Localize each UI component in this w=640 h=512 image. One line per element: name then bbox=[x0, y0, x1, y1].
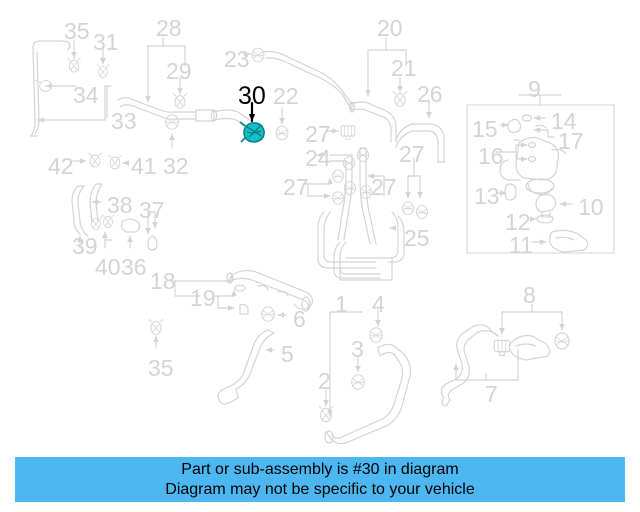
callout-number-29: 29 bbox=[166, 58, 192, 84]
callout-number-7: 7 bbox=[485, 381, 498, 407]
callout-number-21: 21 bbox=[391, 55, 417, 81]
callout-number-19: 19 bbox=[190, 285, 216, 311]
info-banner: Part or sub-assembly is #30 in diagram D… bbox=[15, 457, 625, 502]
callout-number-4: 4 bbox=[372, 291, 385, 317]
callout-number-37: 37 bbox=[139, 197, 165, 223]
callout-number-1: 1 bbox=[335, 291, 348, 317]
callout-number-6: 6 bbox=[293, 306, 306, 332]
callout-number-22: 22 bbox=[273, 83, 299, 109]
callout-number-42: 42 bbox=[48, 153, 74, 179]
banner-line-1: Part or sub-assembly is #30 in diagram bbox=[181, 460, 459, 478]
callout-number-18: 18 bbox=[150, 268, 176, 294]
callout-number-30: 30 bbox=[238, 82, 266, 110]
callout-number-14: 14 bbox=[551, 108, 577, 134]
parts-diagram-canvas bbox=[30, 37, 615, 445]
callout-number-13: 13 bbox=[474, 183, 500, 209]
callout-number-35: 35 bbox=[64, 18, 90, 44]
callout-number-27: 27 bbox=[305, 121, 331, 147]
callout-number-10: 10 bbox=[578, 194, 604, 220]
callout-number-39: 39 bbox=[72, 233, 98, 259]
callout-number-32: 32 bbox=[163, 153, 189, 179]
callout-number-34: 34 bbox=[73, 82, 99, 108]
callout-number-24: 24 bbox=[305, 145, 331, 171]
callout-number-33: 33 bbox=[111, 108, 137, 134]
callout-number-20: 20 bbox=[377, 15, 403, 41]
banner-line-2: Diagram may not be specific to your vehi… bbox=[165, 480, 475, 498]
callout-number-15: 15 bbox=[472, 116, 498, 142]
callout-number-27: 27 bbox=[283, 174, 309, 200]
callout-number-3: 3 bbox=[351, 336, 364, 362]
callout-number-12: 12 bbox=[505, 209, 531, 235]
callout-number-38: 38 bbox=[107, 192, 133, 218]
callout-number-16: 16 bbox=[478, 143, 504, 169]
callout-number-26: 26 bbox=[417, 81, 443, 107]
callout-number-23: 23 bbox=[224, 46, 250, 72]
callout-number-9: 9 bbox=[528, 76, 541, 102]
callout-number-11: 11 bbox=[509, 232, 533, 258]
callout-number-40: 40 bbox=[95, 254, 121, 280]
callout-number-28: 28 bbox=[156, 15, 182, 41]
callout-number-5: 5 bbox=[281, 341, 294, 367]
callout-number-8: 8 bbox=[523, 282, 536, 308]
highlighted-part-30-glyph bbox=[239, 121, 265, 143]
callout-number-31: 31 bbox=[93, 29, 119, 55]
callout-number-25: 25 bbox=[404, 225, 430, 251]
callout-number-2: 2 bbox=[318, 368, 331, 394]
callout-number-36: 36 bbox=[121, 254, 147, 280]
callout-number-27: 27 bbox=[371, 174, 397, 200]
callout-number-27: 27 bbox=[399, 141, 425, 167]
callout-number-35: 35 bbox=[148, 355, 174, 381]
callout-number-41: 41 bbox=[131, 153, 157, 179]
callout-number-17: 17 bbox=[558, 128, 584, 154]
